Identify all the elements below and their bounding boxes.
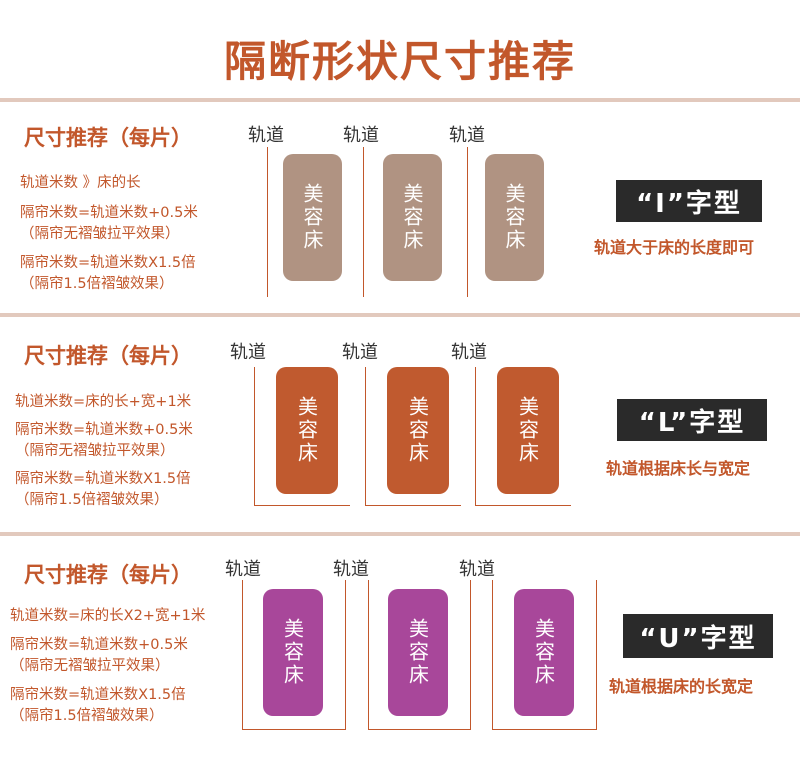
formula-line: （隔帘无褶皱拉平效果） <box>20 226 180 242</box>
divider <box>0 98 800 102</box>
divider <box>0 532 800 536</box>
divider <box>0 313 800 317</box>
formula-line: 隔帘米数=轨道米数+0.5米 <box>15 422 193 438</box>
track-label: 轨道 <box>459 559 495 580</box>
track-label: 轨道 <box>451 342 487 363</box>
shape-caption: 轨道根据床的长宽定 <box>609 677 754 696</box>
track-rail <box>345 580 346 730</box>
section-subtitle: 尺寸推荐（每片） <box>24 126 192 150</box>
formula-line: 轨道米数=床的长+宽+1米 <box>15 394 192 410</box>
track-rail <box>368 580 369 730</box>
track-rail <box>267 147 268 297</box>
page-title: 隔断形状尺寸推荐 <box>223 37 576 86</box>
track-rail <box>475 505 571 506</box>
track-rail <box>475 367 476 506</box>
beauty-bed: 美容床 <box>387 367 449 494</box>
track-rail <box>363 147 364 297</box>
track-rail <box>470 580 471 730</box>
track-label: 轨道 <box>333 559 369 580</box>
track-label: 轨道 <box>343 125 379 146</box>
track-rail <box>596 580 597 730</box>
beauty-bed: 美容床 <box>263 589 323 716</box>
beauty-bed: 美容床 <box>383 154 442 281</box>
section-subtitle: 尺寸推荐（每片） <box>24 563 192 587</box>
beauty-bed: 美容床 <box>514 589 574 716</box>
track-rail <box>492 729 596 730</box>
formula-line: （隔帘1.5倍褶皱效果） <box>15 492 169 508</box>
shape-badge: “L”字型 <box>617 399 767 441</box>
beauty-bed: 美容床 <box>497 367 559 494</box>
formula-line: 隔帘米数=轨道米数X1.5倍 <box>20 255 196 271</box>
track-rail <box>365 505 461 506</box>
track-rail <box>365 367 366 506</box>
shape-caption: 轨道根据床长与宽定 <box>606 459 751 478</box>
track-label: 轨道 <box>342 342 378 363</box>
shape-badge: “I”字型 <box>616 180 762 222</box>
track-rail <box>254 505 350 506</box>
track-rail <box>242 580 243 730</box>
track-label: 轨道 <box>230 342 266 363</box>
track-rail <box>467 147 468 297</box>
beauty-bed: 美容床 <box>283 154 342 281</box>
shape-caption: 轨道大于床的长度即可 <box>594 238 755 257</box>
shape-badge: “U”字型 <box>623 614 773 658</box>
formula-line: （隔帘无褶皱拉平效果） <box>15 443 175 459</box>
beauty-bed: 美容床 <box>276 367 338 494</box>
track-label: 轨道 <box>225 559 261 580</box>
formula-line: 隔帘米数=轨道米数X1.5倍 <box>15 471 191 487</box>
formula-line: 隔帘米数=轨道米数+0.5米 <box>10 637 188 653</box>
track-label: 轨道 <box>248 125 284 146</box>
track-rail <box>242 729 345 730</box>
formula-line: 隔帘米数=轨道米数X1.5倍 <box>10 687 186 703</box>
formula-line: （隔帘无褶皱拉平效果） <box>10 658 170 674</box>
beauty-bed: 美容床 <box>388 589 448 716</box>
track-rail <box>368 729 470 730</box>
formula-line: 轨道米数=床的长X2+宽+1米 <box>10 608 206 624</box>
beauty-bed: 美容床 <box>485 154 544 281</box>
formula-line: （隔帘1.5倍褶皱效果） <box>20 276 174 292</box>
formula-line: （隔帘1.5倍褶皱效果） <box>10 708 164 724</box>
track-label: 轨道 <box>449 125 485 146</box>
track-rail <box>254 367 255 506</box>
formula-line: 隔帘米数=轨道米数+0.5米 <box>20 205 198 221</box>
formula-line: 轨道米数 》床的长 <box>20 175 141 191</box>
section-subtitle: 尺寸推荐（每片） <box>24 344 192 368</box>
track-rail <box>492 580 493 730</box>
